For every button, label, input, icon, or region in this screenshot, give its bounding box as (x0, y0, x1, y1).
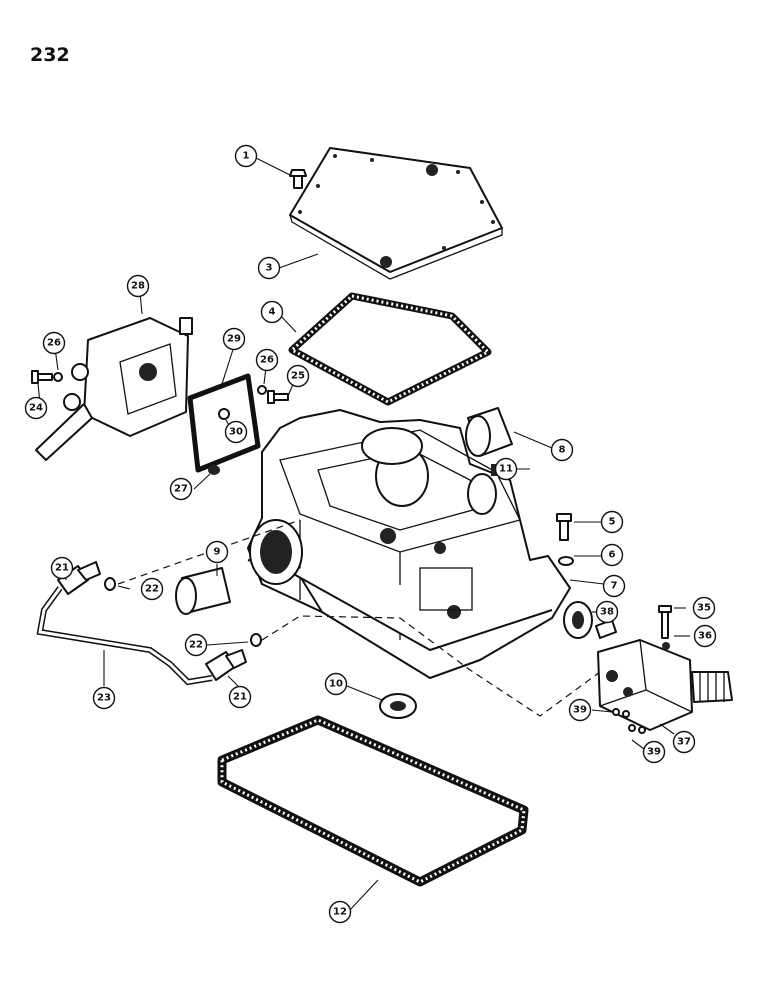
callout-3: 3 (257, 256, 281, 280)
callout-38: 38 (595, 600, 619, 624)
fitting-21b (205, 649, 247, 681)
callout-24: 24 (24, 396, 48, 420)
callout-25: 25 (286, 364, 310, 388)
callout-37: 37 (672, 730, 696, 754)
svg-text:27: 27 (174, 484, 188, 495)
screw-24 (31, 370, 53, 384)
svg-text:39: 39 (647, 747, 661, 758)
cap-screw-1 (289, 169, 307, 189)
o-ring-22a (104, 577, 116, 591)
screw-25 (267, 390, 289, 404)
svg-text:6: 6 (609, 550, 616, 561)
page-number: 232 (30, 44, 70, 66)
tube-23 (36, 586, 213, 686)
svg-text:12: 12 (333, 907, 347, 918)
svg-text:37: 37 (677, 737, 691, 748)
svg-text:4: 4 (269, 307, 276, 318)
callout-4: 4 (260, 300, 284, 324)
callout-39b: 39 (642, 740, 666, 764)
callout-8: 8 (550, 438, 574, 462)
bottom-gasket-12 (217, 715, 529, 887)
callout-27: 27 (169, 477, 193, 501)
svg-text:21: 21 (233, 692, 247, 703)
svg-text:9: 9 (214, 547, 221, 558)
callout-21a: 21 (50, 556, 74, 580)
svg-text:35: 35 (697, 603, 711, 614)
callout-39a: 39 (568, 698, 592, 722)
callout-1: 1 (234, 144, 258, 168)
o-rings-39 (612, 708, 646, 734)
callout-28: 28 (126, 274, 150, 298)
svg-text:30: 30 (229, 427, 243, 438)
valve-assembly-28 (35, 317, 193, 461)
valve-body-37 (595, 619, 733, 731)
bolt-5 (556, 513, 572, 541)
seal-38 (563, 601, 593, 639)
main-housing (247, 409, 571, 679)
callout-26a: 26 (42, 331, 66, 355)
plug-27 (208, 465, 220, 475)
svg-text:39: 39 (573, 705, 587, 716)
callout-21b: 21 (228, 685, 252, 709)
plug-30 (218, 408, 230, 420)
svg-text:1: 1 (243, 151, 250, 162)
top-gasket (288, 292, 492, 406)
svg-text:26: 26 (47, 338, 61, 349)
washer-26b (257, 385, 267, 395)
svg-text:38: 38 (600, 607, 614, 618)
svg-text:3: 3 (266, 263, 273, 274)
svg-text:22: 22 (145, 584, 159, 595)
callout-22b: 22 (184, 633, 208, 657)
gasket-29 (187, 373, 261, 473)
callout-5: 5 (600, 510, 624, 534)
svg-text:29: 29 (227, 334, 241, 345)
svg-text:25: 25 (291, 371, 305, 382)
washer-26 (53, 372, 63, 382)
callout-36: 36 (693, 624, 717, 648)
svg-text:36: 36 (698, 631, 712, 642)
svg-text:11: 11 (499, 464, 513, 475)
washer-36 (662, 642, 670, 650)
callout-9: 9 (205, 540, 229, 564)
cover-plate (289, 147, 503, 280)
callout-26b: 26 (255, 348, 279, 372)
svg-text:8: 8 (559, 445, 566, 456)
svg-text:26: 26 (260, 355, 274, 366)
svg-text:21: 21 (55, 563, 69, 574)
svg-text:10: 10 (329, 679, 343, 690)
callout-35: 35 (692, 596, 716, 620)
callout-23: 23 (92, 686, 116, 710)
svg-text:7: 7 (611, 581, 618, 592)
svg-text:22: 22 (189, 640, 203, 651)
washer-6 (558, 556, 574, 566)
callout-12: 12 (328, 900, 352, 924)
svg-text:28: 28 (131, 281, 145, 292)
callout-11: 11 (494, 457, 518, 481)
callout-30: 30 (224, 420, 248, 444)
callout-22a: 22 (140, 577, 164, 601)
svg-text:5: 5 (609, 517, 616, 528)
bushing-8 (465, 407, 513, 457)
seal-10 (379, 693, 417, 719)
svg-text:23: 23 (97, 693, 111, 704)
callout-6: 6 (600, 543, 624, 567)
bushing-9 (175, 567, 231, 615)
bolt-35 (658, 605, 672, 639)
callout-29: 29 (222, 327, 246, 351)
callout-7: 7 (602, 574, 626, 598)
callout-10: 10 (324, 672, 348, 696)
svg-text:24: 24 (29, 403, 43, 414)
o-ring-22b (250, 633, 262, 647)
